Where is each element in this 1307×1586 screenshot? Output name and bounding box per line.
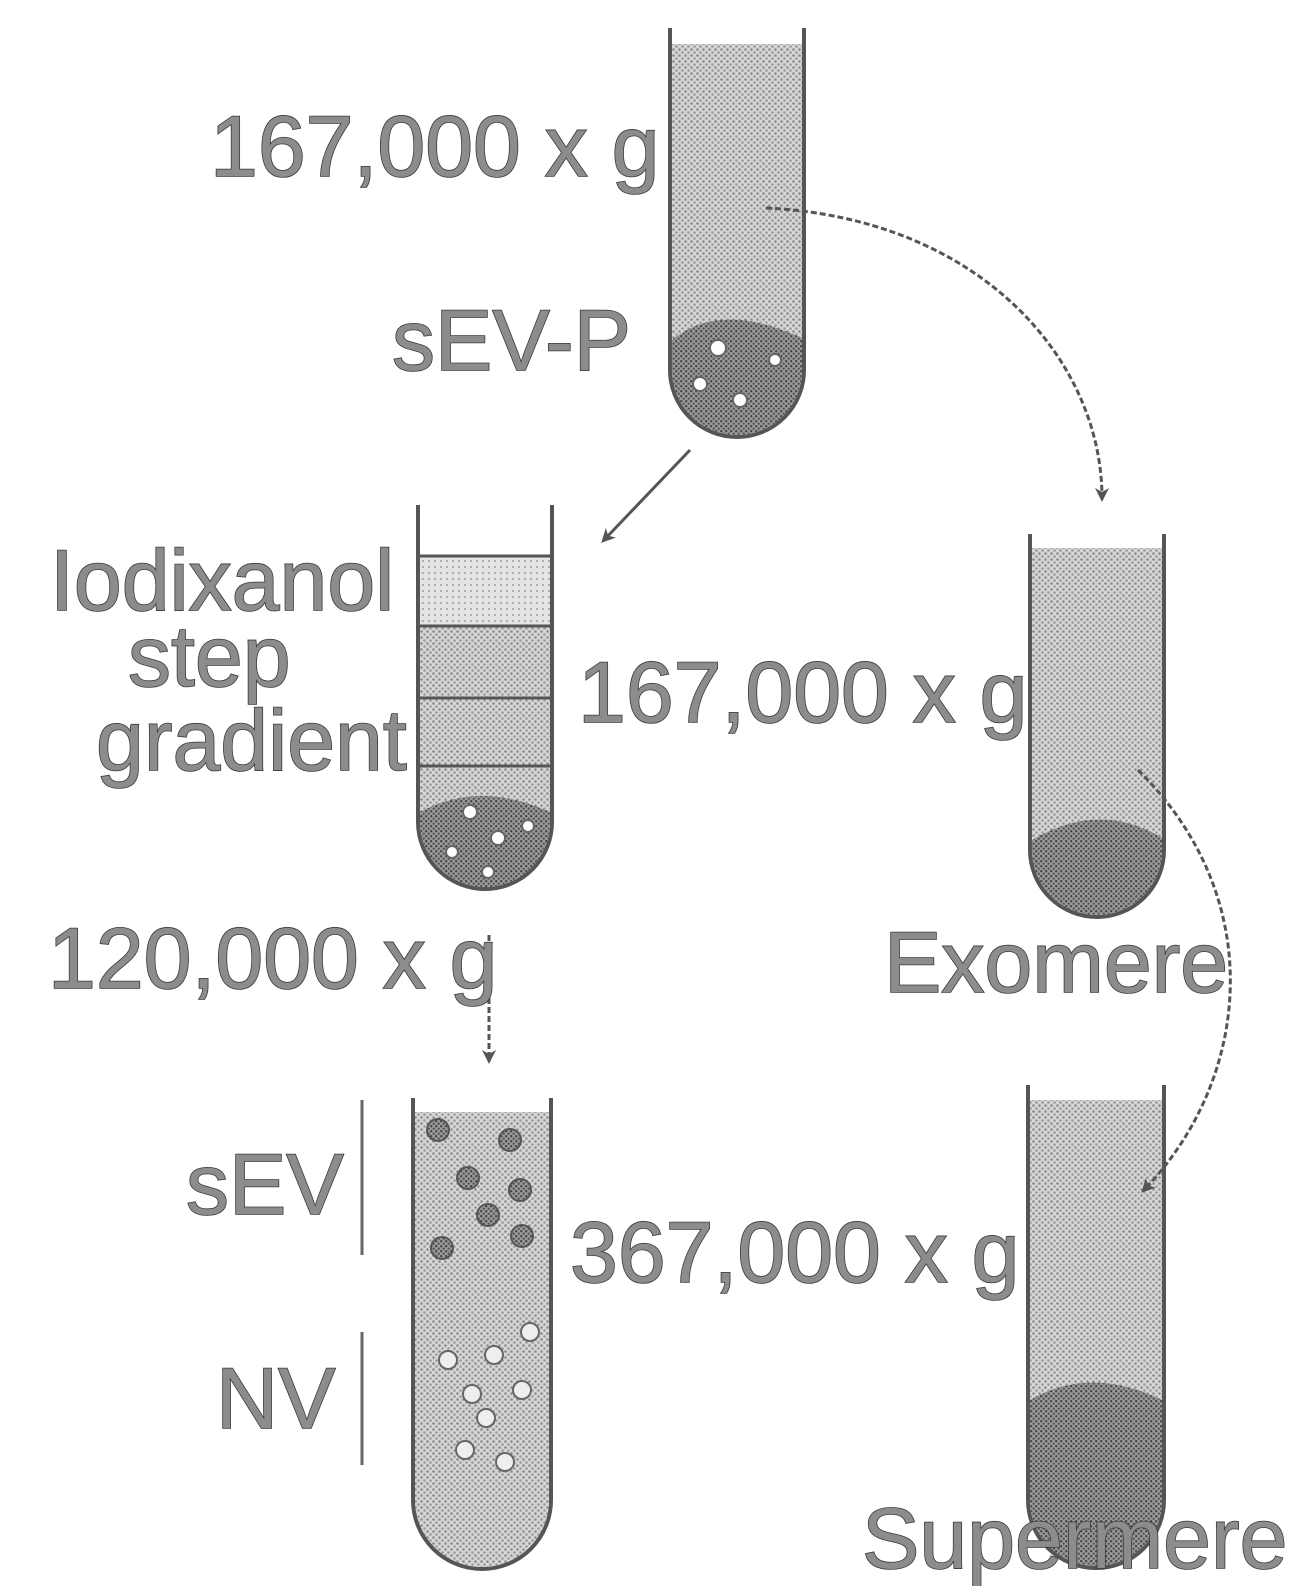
arrow-to-gradient xyxy=(604,450,690,540)
tube-gradient xyxy=(418,505,552,889)
spin-label-3: 120,000 x g xyxy=(48,911,497,1007)
supermere-label: Supermere xyxy=(862,1491,1287,1586)
spin-label-2: 167,000 x g xyxy=(578,645,1027,741)
fraction-label-sev: sEV xyxy=(186,1137,344,1233)
spin-label-1: 167,000 x g xyxy=(210,99,659,195)
tube-sev-p xyxy=(670,28,804,437)
tube-exomere xyxy=(1030,534,1164,917)
gradient-label-line3: gradient xyxy=(96,693,407,789)
gradient-label-line2: step xyxy=(128,609,291,705)
spin-label-4: 367,000 x g xyxy=(570,1205,1019,1301)
fraction-label-nv: NV xyxy=(216,1351,335,1447)
exomere-label: Exomere xyxy=(884,915,1228,1011)
pellet-label-sev-p: sEV-P xyxy=(392,293,631,389)
arrow-to-exomere xyxy=(766,208,1102,498)
tube-fractions xyxy=(413,1098,551,1569)
